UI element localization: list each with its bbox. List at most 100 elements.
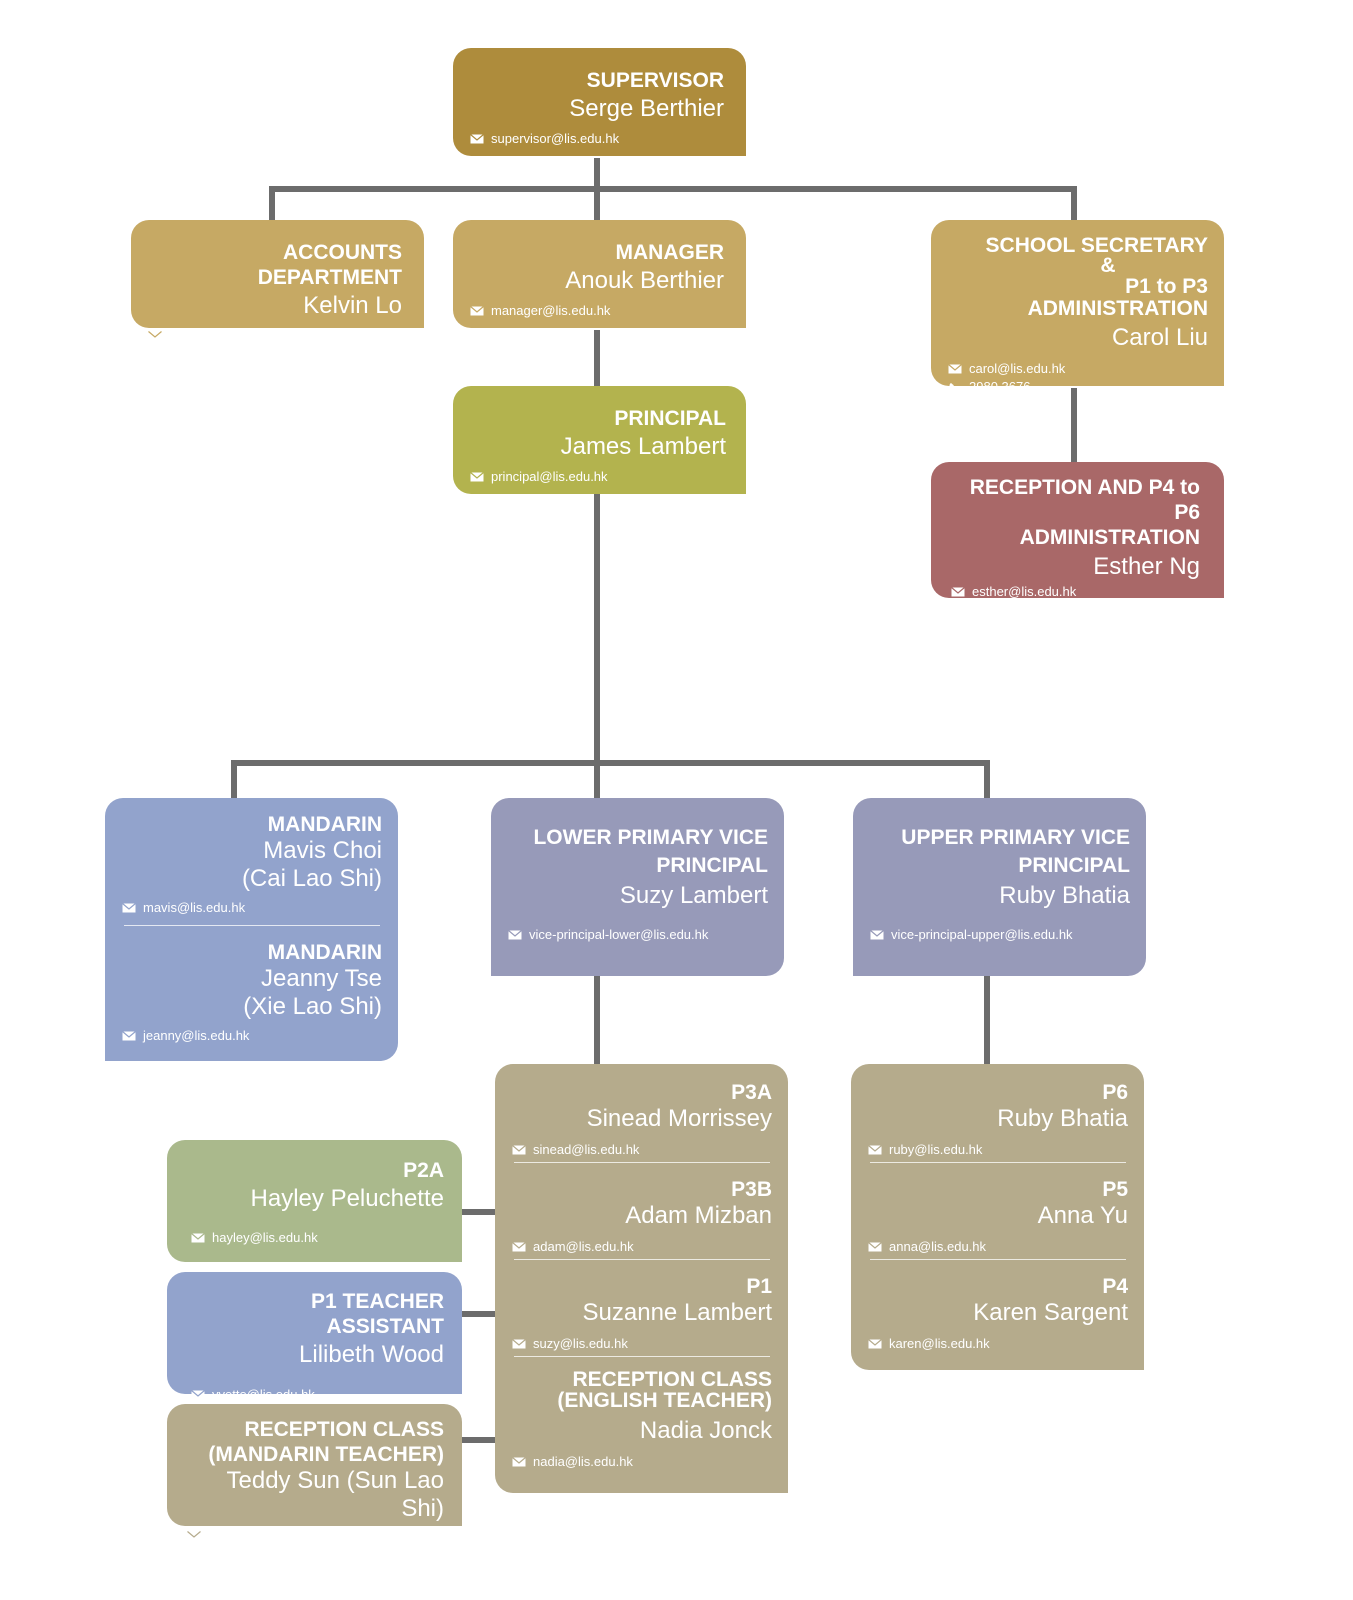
card-title: (MANDARIN TEACHER) [208,1443,444,1466]
envelope-icon [470,134,484,144]
envelope-icon [948,364,962,374]
connector-reception-mandarin [462,1437,498,1443]
connector-to-accounts [269,186,275,220]
phone-text[interactable]: 2984 0302 [972,602,1034,617]
envelope-icon [187,1531,201,1541]
email-row: hayley@lis.edu.hk [191,1229,444,1247]
divider [124,925,380,926]
person-name: Nadia Jonck [639,1417,772,1444]
person-chinese-name: (Xie Lao Shi) [243,993,382,1020]
divider [870,1259,1126,1260]
phone-icon [951,605,965,617]
email-row: vice-principal-upper@lis.edu.hk [870,926,1130,944]
upper-classes-card: P6 Ruby Bhatia ruby@lis.edu.hk P5 Anna Y… [851,1064,1144,1370]
class-section: P5 Anna Yu anna@lis.edu.hk [868,1177,1128,1259]
envelope-icon [870,930,884,940]
connector-principal-down [594,494,600,798]
class-section: P3A Sinead Morrissey sinead@lis.edu.hk [512,1080,772,1162]
card-title: P1 to P3 ADMINISTRATION [1027,275,1208,320]
card-title: PRINCIPAL [656,854,768,877]
class-section: RECEPTION CLASS (ENGLISH TEACHER) Nadia … [512,1369,772,1471]
email-text[interactable]: esther@lis.edu.hk [972,584,1077,599]
email-text[interactable]: carol@lis.edu.hk [969,361,1066,376]
person-name: Ruby Bhatia [999,882,1130,909]
phone-row: 2980 3676 [948,378,1208,396]
secretary-card: SCHOOL SECRETARY & P1 to P3 ADMINISTRATI… [931,220,1224,394]
email-text[interactable]: supervisor@lis.edu.hk [491,131,620,146]
card-title: MANDARIN [267,941,382,964]
envelope-icon [148,331,162,341]
envelope-icon [470,306,484,316]
email-row: ruby@lis.edu.hk [868,1141,1128,1159]
envelope-icon [191,1233,205,1243]
email-text[interactable]: manager@lis.edu.hk [491,303,611,318]
person-name: James Lambert [560,433,726,460]
email-row: yvette@lis.edu.hk [191,1386,444,1404]
card-title: SUPERVISOR [586,69,724,92]
email-row: vice-principal-lower@lis.edu.hk [508,926,768,944]
mandarin-card: MANDARIN Mavis Choi (Cai Lao Shi) mavis@… [105,798,398,1061]
connector-top-horizontal [269,186,1077,192]
person-name: Hayley Peluchette [250,1185,444,1212]
email-text[interactable]: suzy@lis.edu.hk [533,1336,628,1351]
email-text[interactable]: account@lis.edu.hk [169,328,283,343]
mandarin-section: MANDARIN Jeanny Tse (Xie Lao Shi) jeanny… [122,940,382,1045]
card-title: MANAGER [615,241,725,264]
card-title: P1 [746,1275,772,1298]
email-row: anna@lis.edu.hk [868,1238,1128,1256]
person-name: Lilibeth Wood [299,1341,444,1368]
email-text[interactable]: hayley@lis.edu.hk [212,1230,318,1245]
accounts-card: ACCOUNTS DEPARTMENT Kelvin Lo account@li… [131,220,424,343]
email-row: sinead@lis.edu.hk [512,1141,772,1159]
upper-vp-card: UPPER PRIMARY VICE PRINCIPAL Ruby Bhatia… [853,798,1146,976]
email-text[interactable]: anna@lis.edu.hk [889,1239,987,1254]
person-name: Kelvin Lo [303,292,402,319]
email-text[interactable]: principal@lis.edu.hk [491,469,608,484]
email-row: jeanny@lis.edu.hk [122,1027,382,1045]
email-text[interactable]: vice-principal-upper@lis.edu.hk [891,927,1073,942]
envelope-icon [512,1145,526,1155]
connector-upper-vp-classes [984,976,990,1064]
card-title: MANDARIN [267,813,382,836]
email-row: account@lis.edu.hk [148,327,402,345]
divider [514,1356,770,1357]
connector-mid-horizontal [231,760,990,766]
email-text[interactable]: yvette@lis.edu.hk [212,1387,315,1402]
person-name: Suzanne Lambert [582,1299,772,1326]
email-row: supervisor@lis.edu.hk [470,130,724,148]
class-section: P6 Ruby Bhatia ruby@lis.edu.hk [868,1080,1128,1162]
envelope-icon [868,1242,882,1252]
connector-to-mandarin [231,760,237,798]
card-title: P3A [731,1081,772,1104]
email-text[interactable]: teddy@lis.edu.hk [208,1528,308,1543]
phone-text[interactable]: 2980 3676 [969,379,1031,394]
email-text[interactable]: ruby@lis.edu.hk [889,1142,983,1157]
person-name: Mavis Choi [263,837,382,864]
email-row: esther@lis.edu.hk [951,583,1200,601]
email-text[interactable]: vice-principal-lower@lis.edu.hk [529,927,709,942]
envelope-icon [122,1031,136,1041]
email-row: nadia@lis.edu.hk [512,1453,772,1471]
phone-row: 2984 0302 [951,601,1200,619]
connector-secretary-reception [1071,388,1077,462]
email-text[interactable]: nadia@lis.edu.hk [533,1454,633,1469]
divider [514,1259,770,1260]
email-text[interactable]: sinead@lis.edu.hk [533,1142,640,1157]
email-text[interactable]: jeanny@lis.edu.hk [143,1028,250,1043]
person-name: Jeanny Tse [261,965,382,992]
reception-mandarin-card: RECEPTION CLASS (MANDARIN TEACHER) Teddy… [167,1404,462,1543]
phone-icon [948,382,962,394]
supervisor-card: SUPERVISOR Serge Berthier supervisor@lis… [453,48,746,156]
divider [870,1162,1126,1163]
email-row: teddy@lis.edu.hk [187,1527,444,1545]
envelope-icon [191,1390,205,1400]
mandarin-section: MANDARIN Mavis Choi (Cai Lao Shi) mavis@… [122,812,382,917]
person-name: Anna Yu [1037,1202,1128,1229]
p1-ta-card: P1 TEACHER ASSISTANT Lilibeth Wood yvett… [167,1272,462,1402]
email-text[interactable]: adam@lis.edu.hk [533,1239,634,1254]
person-name: Teddy Sun (Sun Lao Shi) [226,1467,445,1522]
email-row: adam@lis.edu.hk [512,1238,772,1256]
email-text[interactable]: karen@lis.edu.hk [889,1336,990,1351]
email-text[interactable]: mavis@lis.edu.hk [143,900,246,915]
connector-lower-vp-classes [594,976,600,1064]
